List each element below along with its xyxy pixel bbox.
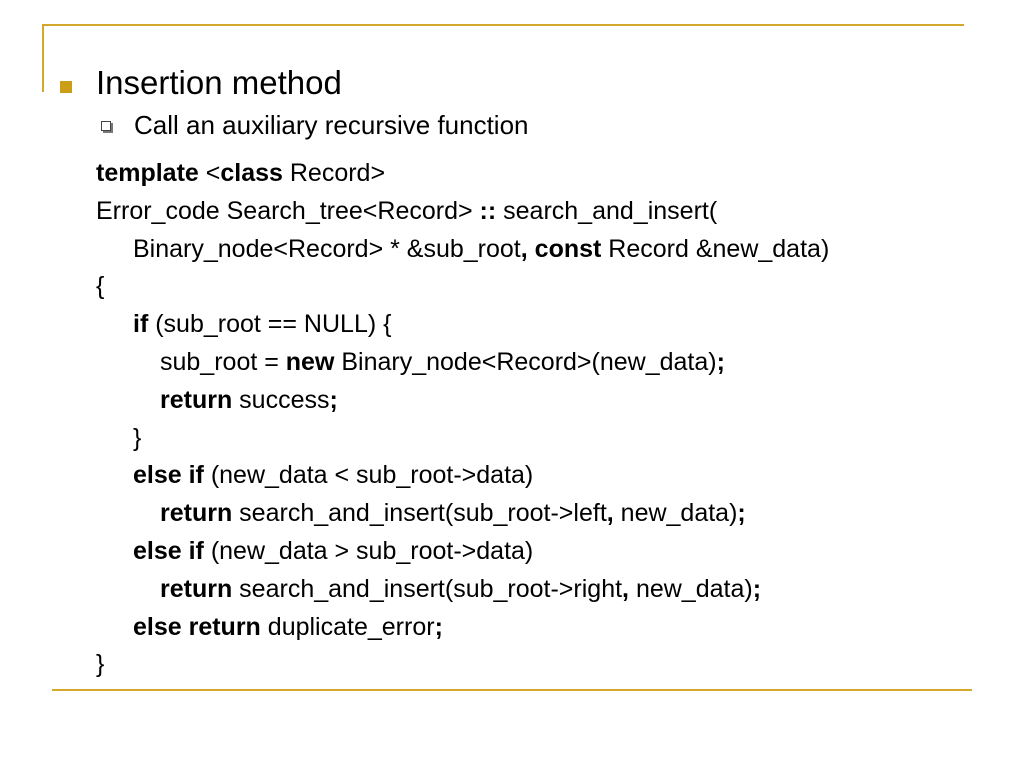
code-line: else if (new_data > sub_root->data): [96, 533, 829, 571]
code-text: [528, 235, 535, 263]
code-line: {: [96, 268, 829, 306]
code-text: }: [133, 423, 142, 452]
code-keyword: template: [96, 159, 199, 187]
code-text: search_and_insert(: [496, 196, 718, 225]
code-keyword: class: [220, 159, 283, 187]
top-border-line: [42, 24, 964, 26]
code-keyword: return: [160, 385, 233, 414]
code-keyword: ,: [520, 234, 528, 263]
code-text: search_and_insert(sub_root->right: [232, 574, 623, 603]
code-line: Error_code Search_tree<Record> :: search…: [96, 193, 829, 231]
bullet-heading: Insertion method: [96, 64, 342, 101]
code-line: else if (new_data < sub_root->data): [96, 457, 829, 495]
code-keyword: ::: [479, 196, 497, 225]
left-border-line: [42, 24, 44, 92]
code-line: return success;: [96, 382, 829, 420]
code-line: sub_root = new Binary_node<Record>(new_d…: [96, 344, 829, 382]
square-bullet-icon: [60, 81, 72, 93]
code-text: sub_root =: [160, 347, 286, 376]
code-keyword: ;: [737, 499, 746, 528]
code-block: template <class Record>Error_code Search…: [96, 155, 829, 684]
code-text: duplicate_error: [260, 612, 435, 641]
code-line: template <class Record>: [96, 155, 829, 193]
code-keyword: else if: [133, 461, 204, 490]
code-text: search_and_insert(sub_root->left: [232, 499, 607, 528]
code-text: Binary_node<Record>(new_data): [334, 347, 717, 376]
code-text: (new_data < sub_root->data): [203, 461, 534, 490]
code-line: else return duplicate_error;: [96, 609, 829, 647]
code-keyword: if: [133, 310, 149, 339]
code-keyword: const: [534, 234, 602, 263]
code-line: }: [96, 646, 829, 684]
code-line: return search_and_insert(sub_root->left,…: [96, 495, 829, 533]
code-text: (sub_root == NULL) {: [148, 310, 392, 339]
code-keyword: ,: [606, 499, 614, 528]
code-text: Record>: [282, 159, 386, 187]
code-text: {: [96, 272, 105, 301]
code-keyword: ;: [716, 347, 725, 376]
code-text: Binary_node<Record> * &sub_root: [133, 234, 521, 263]
code-text: new_data): [613, 499, 738, 528]
bottom-border-line: [52, 689, 972, 691]
code-text: Record &new_data): [601, 234, 830, 263]
code-line: }: [96, 420, 829, 458]
code-keyword: ;: [752, 574, 762, 603]
code-text: success: [232, 385, 330, 414]
code-keyword: ,: [622, 574, 629, 603]
hollow-square-bullet-icon: [101, 121, 111, 131]
code-keyword: return: [160, 499, 233, 528]
code-text: new_data): [629, 574, 753, 603]
code-keyword: else if: [133, 536, 204, 565]
code-keyword: ;: [329, 385, 338, 414]
code-text: (new_data > sub_root->data): [203, 536, 534, 565]
code-line: Binary_node<Record> * &sub_root, const R…: [96, 231, 829, 269]
code-keyword: return: [160, 574, 233, 603]
code-keyword: ;: [434, 612, 443, 641]
code-text: }: [96, 650, 105, 679]
code-text: <: [198, 159, 221, 187]
code-text: Error_code Search_tree<Record>: [96, 196, 480, 225]
sub-bullet-text: Call an auxiliary recursive function: [134, 110, 529, 140]
code-line: return search_and_insert(sub_root->right…: [96, 571, 829, 609]
code-keyword: else return: [133, 612, 261, 641]
code-line: if (sub_root == NULL) {: [96, 306, 829, 344]
code-keyword: new: [285, 347, 335, 376]
